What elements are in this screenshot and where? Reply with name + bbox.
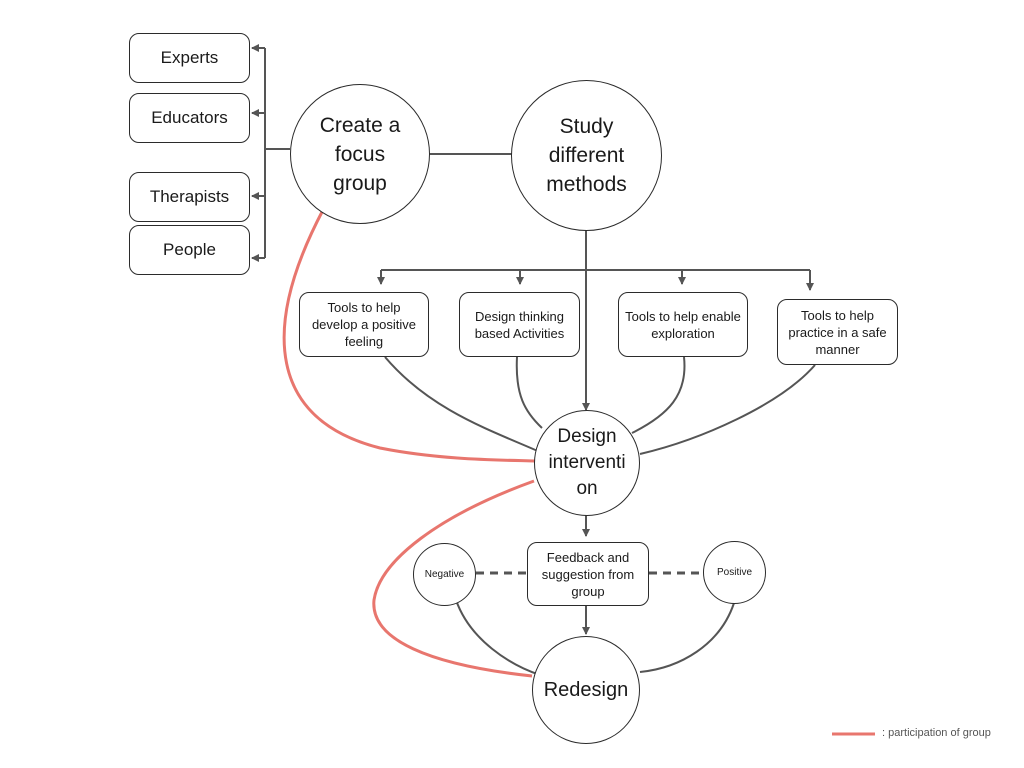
method-curves: [384, 356, 816, 455]
study-methods-label: Study different methods: [546, 115, 627, 196]
method-exploration-label: Tools to help enable exploration: [625, 308, 741, 341]
method-exploration-box: Tools to help enable exploration: [618, 292, 748, 357]
therapists-box: Therapists: [129, 172, 250, 222]
method-design-thinking-box: Design thinking based Activities: [459, 292, 580, 357]
people-label: People: [163, 240, 216, 259]
focus-group-label: Create a focus group: [319, 113, 401, 195]
method-positive-feeling-label: Tools to help develop a positive feeling: [311, 300, 417, 349]
people-box: People: [129, 225, 250, 275]
redesign-label: Redesign: [543, 678, 629, 701]
study-methods-node: Study different methods: [511, 80, 662, 231]
redesign-node: Redesign: [532, 636, 640, 744]
feedback-label: Feedback and suggestion from group: [541, 549, 635, 599]
method-positive-feeling-box: Tools to help develop a positive feeling: [299, 292, 429, 357]
experts-box: Experts: [129, 33, 250, 83]
method-safe-practice-label: Tools to help practice in a safe manner: [788, 307, 887, 357]
design-intervention-node: Design interventi on: [534, 410, 640, 516]
positive-label: Positive: [716, 567, 752, 578]
design-intervention-label: Design interventi on: [548, 426, 626, 499]
method-design-thinking-label: Design thinking based Activities: [474, 308, 565, 341]
focus-group-node: Create a focus group: [290, 84, 430, 224]
method-safe-practice-box: Tools to help practice in a safe manner: [777, 299, 898, 365]
therapists-label: Therapists: [149, 187, 230, 206]
positive-node: Positive: [703, 541, 766, 604]
educators-label: Educators: [151, 108, 228, 127]
participation-curves: [282, 209, 536, 678]
educators-box: Educators: [129, 93, 250, 143]
negative-node: Negative: [413, 543, 476, 606]
feedback-curves: [455, 599, 735, 676]
feedback-box: Feedback and suggestion from group: [527, 542, 649, 606]
negative-label: Negative: [424, 569, 465, 580]
legend-label: : participation of group: [882, 727, 991, 739]
study-branch-lines: [377, 230, 814, 411]
stakeholder-bracket: [251, 44, 290, 262]
experts-label: Experts: [160, 48, 219, 67]
